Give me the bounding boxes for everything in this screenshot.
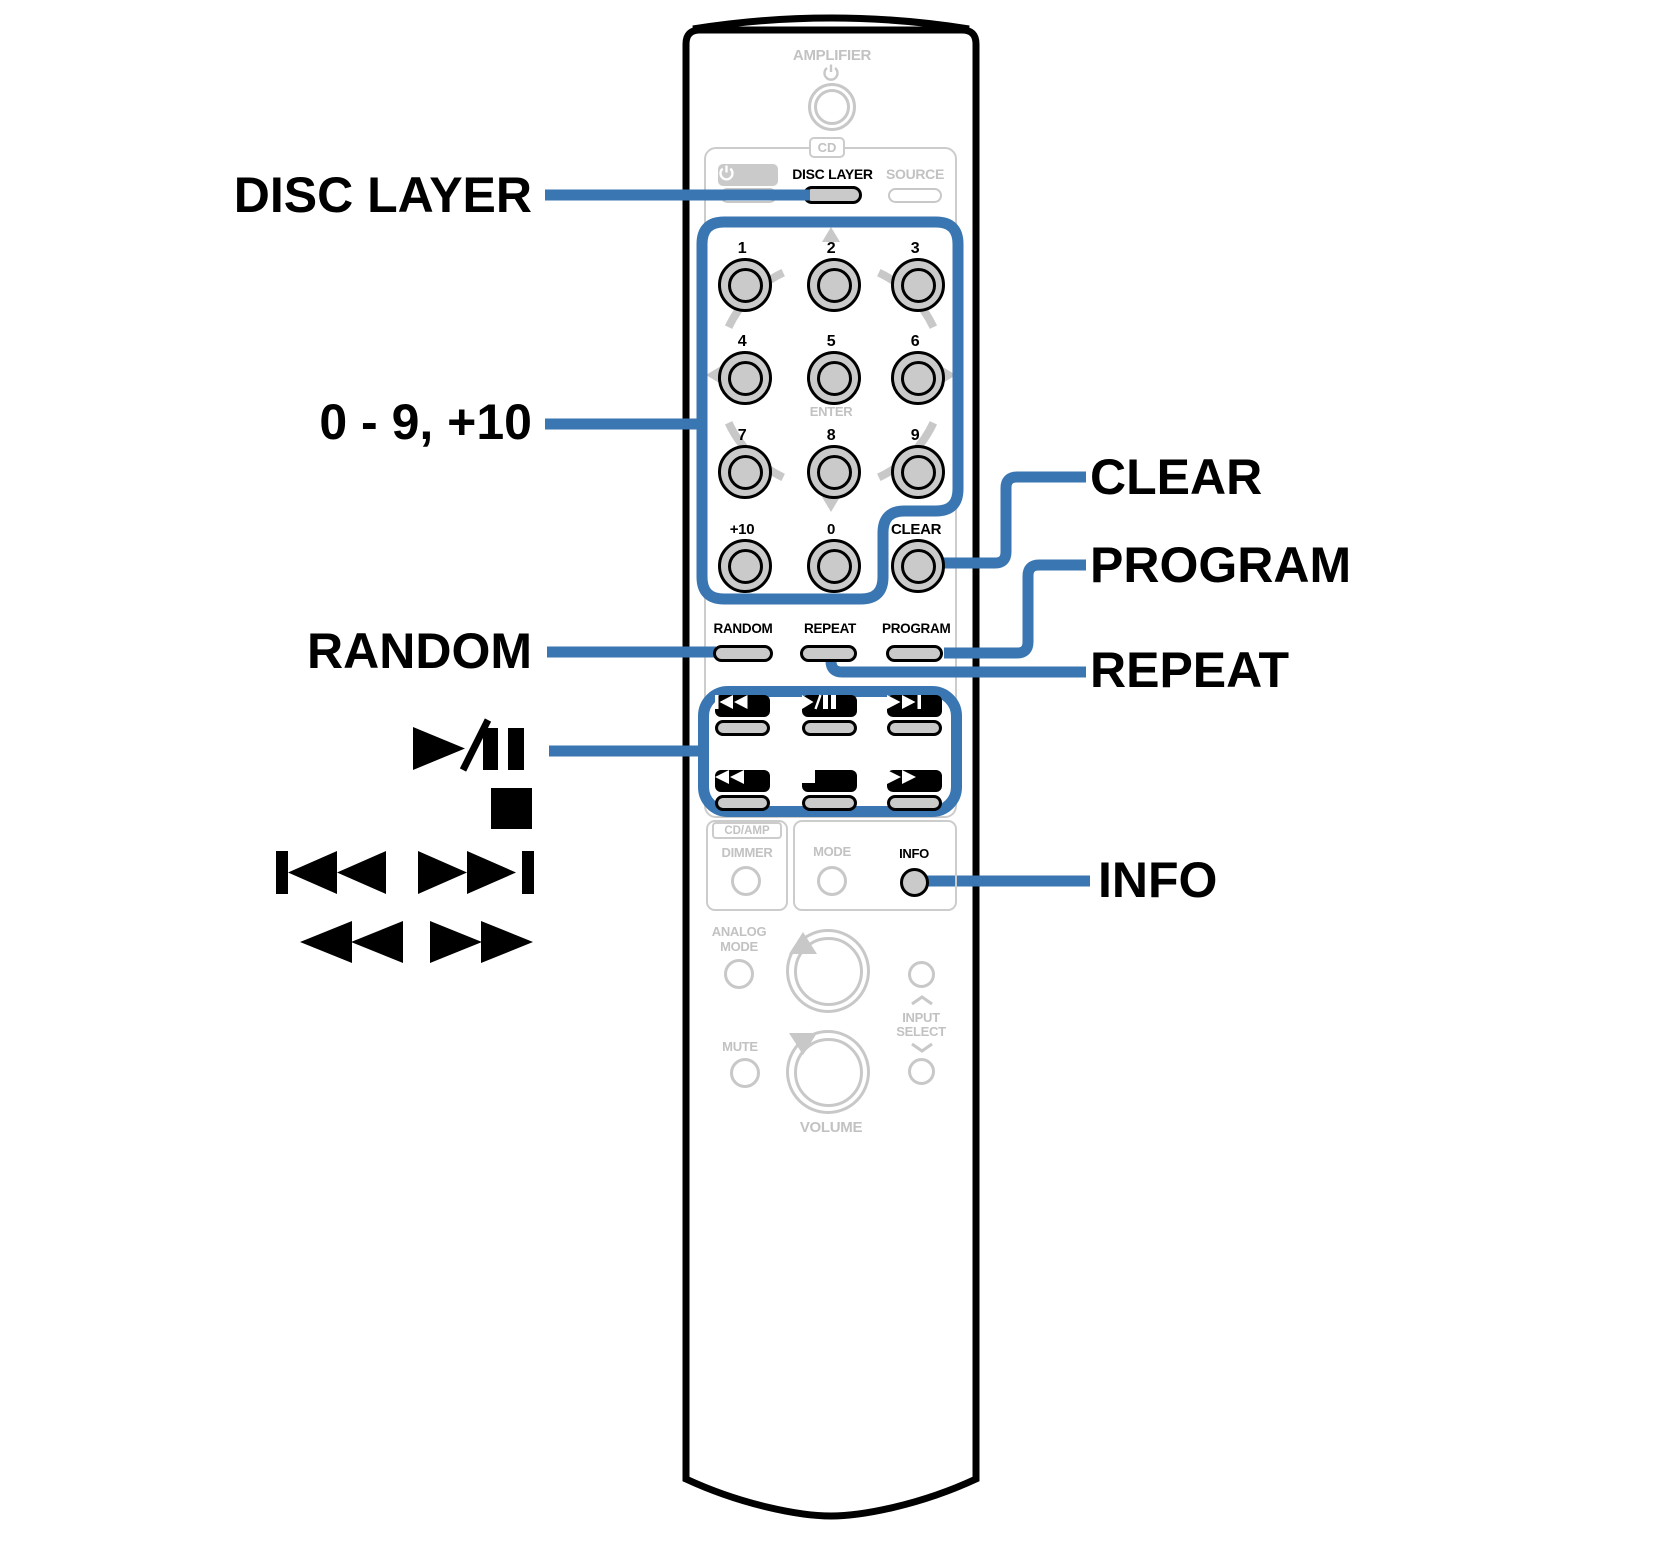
dpad-down-icon xyxy=(822,497,840,512)
enter-label: ENTER xyxy=(809,404,853,419)
callout-random: RANDOM xyxy=(307,623,532,679)
input-select-up-button[interactable] xyxy=(908,961,935,988)
callout-clear: CLEAR xyxy=(1090,449,1263,505)
program-line xyxy=(944,559,1086,659)
key-7[interactable]: 7 xyxy=(718,427,772,499)
skip-forward-key[interactable] xyxy=(887,695,942,717)
skip-back-icon xyxy=(715,695,748,709)
callout-disc-layer: DISC LAYER xyxy=(233,167,532,223)
dimmer-label: DIMMER xyxy=(721,845,773,860)
volume-up-button[interactable] xyxy=(786,929,870,1013)
skip-back-key[interactable] xyxy=(715,695,770,717)
cd-section-tag: CD xyxy=(809,137,845,158)
fast-forward-button[interactable] xyxy=(887,795,942,811)
skip-forward-button[interactable] xyxy=(887,720,942,736)
cd-amp-group xyxy=(706,820,788,911)
stop-icon xyxy=(802,770,815,783)
skip-back-button[interactable] xyxy=(715,720,770,736)
repeat-button[interactable] xyxy=(800,645,857,662)
play-pause-key[interactable] xyxy=(802,694,857,717)
repeat-key-label: REPEAT xyxy=(804,621,856,636)
callout-digits: 0 - 9, +10 xyxy=(319,394,532,450)
key-clear[interactable]: CLEAR xyxy=(891,521,945,593)
disc-layer-key-label: DISC LAYER xyxy=(792,166,873,182)
key-3[interactable]: 3 xyxy=(891,240,945,312)
program-key-label: PROGRAM xyxy=(882,621,951,636)
key-0[interactable]: 0 xyxy=(807,521,861,593)
fast-forward-icon xyxy=(887,770,916,784)
rewind-fast-forward-symbols xyxy=(300,921,533,963)
stop-symbol xyxy=(491,788,532,829)
rewind-button[interactable] xyxy=(715,795,770,811)
key-2[interactable]: 2 xyxy=(807,240,861,312)
mode-group xyxy=(793,820,957,911)
info-key-label: INFO xyxy=(899,846,929,861)
power-icon xyxy=(719,165,734,181)
program-button[interactable] xyxy=(886,645,943,662)
volume-down-icon xyxy=(789,1033,817,1055)
rewind-key[interactable] xyxy=(715,770,770,792)
skip-forward-icon xyxy=(887,695,921,709)
key-4[interactable]: 4 xyxy=(718,333,772,405)
key-6[interactable]: 6 xyxy=(891,333,945,405)
numpad-callout-box xyxy=(696,216,964,605)
key-1[interactable]: 1 xyxy=(718,240,772,312)
info-button[interactable] xyxy=(900,868,929,897)
mode-label: MODE xyxy=(813,844,851,859)
amp-power-button[interactable] xyxy=(808,83,856,131)
play-pause-icon xyxy=(802,694,836,710)
source-key-label: SOURCE xyxy=(885,166,945,182)
play-pause-symbol xyxy=(413,718,524,772)
amp-power-icon xyxy=(823,64,839,81)
mode-button[interactable] xyxy=(817,866,847,896)
fast-forward-key[interactable] xyxy=(887,770,942,792)
input-select-label: INPUT xyxy=(902,1010,940,1025)
random-button[interactable] xyxy=(713,645,773,662)
dpad-up-icon xyxy=(822,227,840,242)
volume-label: VOLUME xyxy=(799,1119,863,1136)
volume-up-icon xyxy=(789,932,817,954)
power-key[interactable] xyxy=(718,164,778,186)
clear-line xyxy=(940,471,1086,569)
chevron-down-icon xyxy=(911,1042,933,1053)
amplifier-label: AMPLIFIER xyxy=(792,47,872,64)
play-pause-button[interactable] xyxy=(802,720,857,736)
callout-repeat: REPEAT xyxy=(1090,642,1290,698)
callout-info: INFO xyxy=(1098,852,1218,908)
random-key-label: RANDOM xyxy=(713,621,773,636)
transport-callout-box xyxy=(698,686,962,817)
mute-button[interactable] xyxy=(730,1058,760,1088)
stop-button[interactable] xyxy=(802,795,857,811)
cd-amp-tag: CD/AMP xyxy=(712,822,782,839)
key-5[interactable]: 5 xyxy=(807,333,861,405)
input-select-down-button[interactable] xyxy=(908,1058,935,1085)
stop-key[interactable] xyxy=(802,770,857,792)
mute-label: MUTE xyxy=(722,1039,758,1054)
dimmer-button[interactable] xyxy=(731,866,761,896)
source-button[interactable] xyxy=(888,188,942,203)
analog-mode-button[interactable] xyxy=(724,959,754,989)
analog-mode-label: ANALOG xyxy=(711,924,767,939)
key-8[interactable]: 8 xyxy=(807,427,861,499)
rewind-icon xyxy=(715,770,744,784)
callout-program: PROGRAM xyxy=(1090,537,1352,593)
volume-down-button[interactable] xyxy=(786,1030,870,1114)
dpad-left-icon xyxy=(706,366,721,384)
key-plus10[interactable]: +10 xyxy=(718,521,772,593)
skip-symbols xyxy=(276,851,534,894)
chevron-up-icon xyxy=(911,995,933,1006)
key-9[interactable]: 9 xyxy=(891,427,945,499)
